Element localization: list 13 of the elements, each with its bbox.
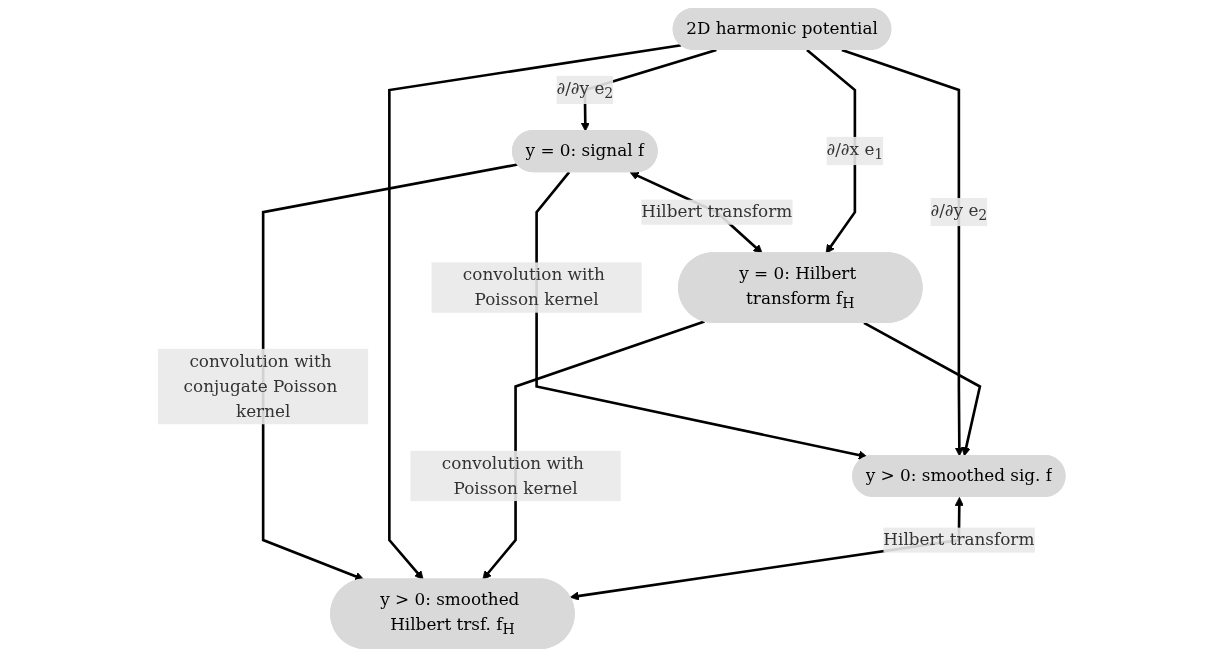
edge-label: convolution with Poisson kernel — [462, 264, 605, 310]
edge-label: convolution with conjugate Poisson kernel — [183, 350, 338, 422]
arrow — [806, 48, 857, 254]
edge-label: ∂/∂x e$_{1}$ — [826, 138, 884, 163]
edge-label: Hilbert transform — [883, 529, 1035, 550]
edge-label: convolution with Poisson kernel — [441, 452, 584, 499]
arrow — [863, 321, 982, 457]
arrow — [841, 48, 964, 457]
edge-label: ∂/∂y e$_{2}$ — [556, 77, 614, 102]
edge-label: ∂/∂y e$_{2}$ — [930, 200, 988, 224]
arrow — [388, 43, 682, 580]
arrow — [261, 163, 518, 581]
edge-label: Hilbert transform — [641, 201, 793, 222]
